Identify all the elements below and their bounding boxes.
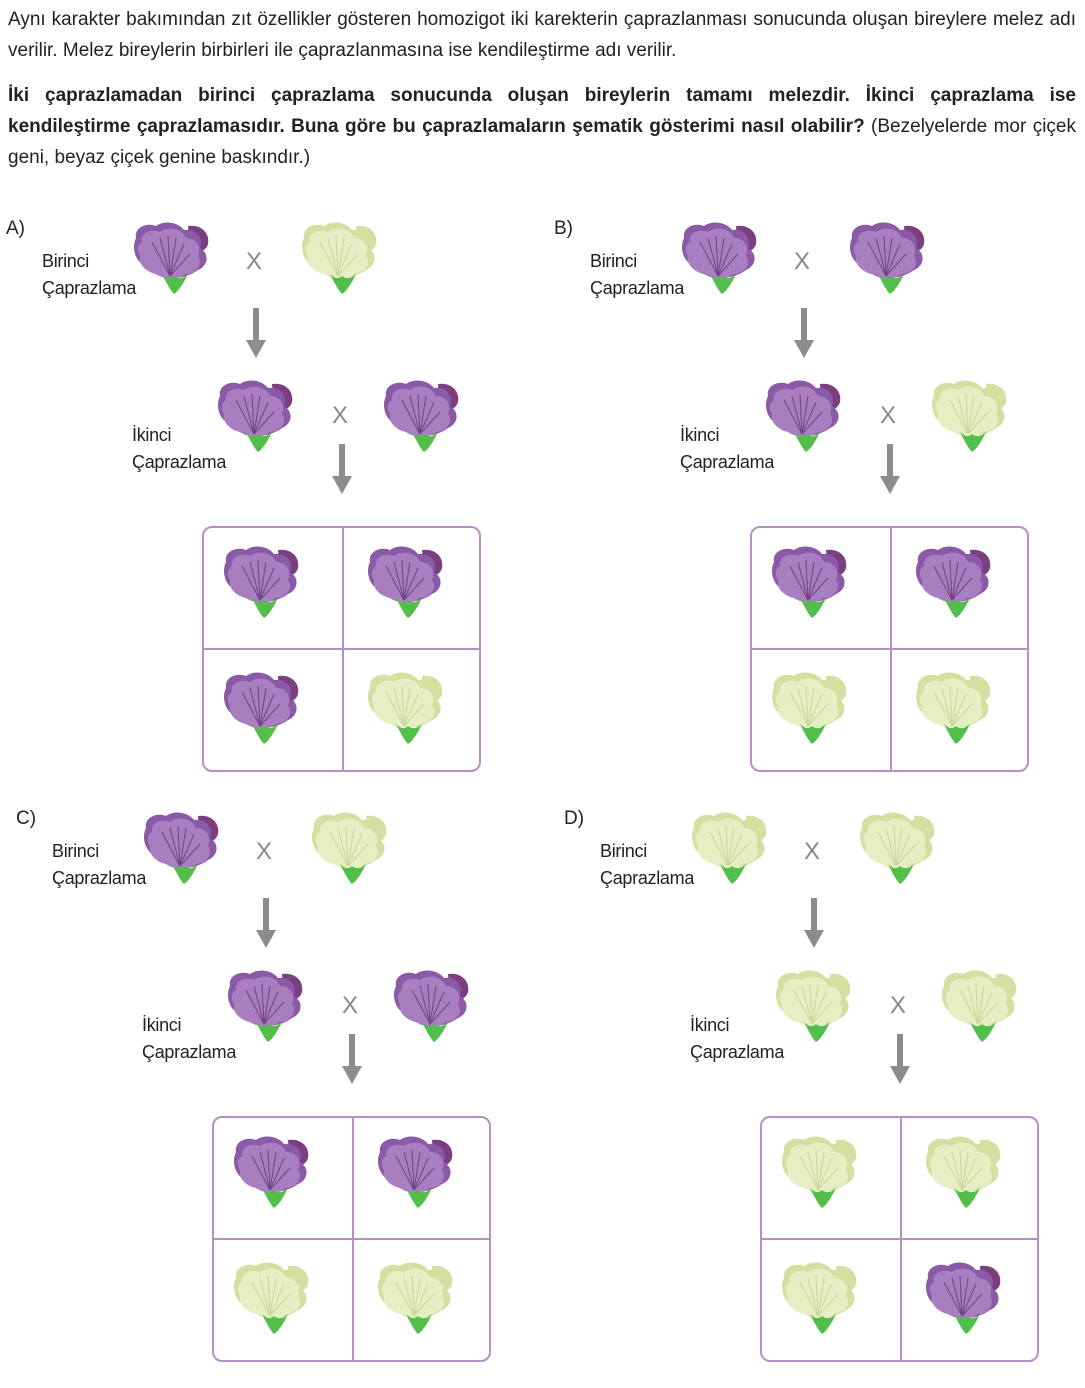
- second-label-line1: İkinci: [142, 1015, 182, 1035]
- option-letter: C): [16, 808, 37, 829]
- offspring-grid: [750, 526, 1029, 772]
- second-label-line2: Çaprazlama: [690, 1042, 785, 1062]
- purple-flower-icon: [768, 544, 854, 625]
- first-label-line1: Birinci: [42, 251, 89, 271]
- purple-flower-icon: [390, 968, 476, 1049]
- first-label-line1: Birinci: [600, 841, 647, 861]
- option-letter: A): [6, 218, 25, 239]
- option-letter: B): [554, 218, 573, 239]
- arrow-down-icon: [256, 898, 276, 948]
- question-note: (Bezelyelerde mor çiçek geni, beyaz çiçe…: [8, 116, 1076, 168]
- purple-flower-icon: [922, 1260, 1008, 1341]
- second-label-line2: Çaprazlama: [132, 452, 227, 472]
- purple-flower-icon: [220, 544, 306, 625]
- purple-flower-icon: [380, 378, 466, 459]
- cross-symbol: X: [256, 838, 273, 865]
- first-label-line2: Çaprazlama: [600, 868, 695, 888]
- cross-symbol: X: [332, 402, 349, 429]
- white-flower-icon: [922, 1134, 1008, 1215]
- purple-flower-icon: [846, 220, 932, 301]
- white-flower-icon: [364, 670, 450, 751]
- purple-flower-icon: [214, 378, 300, 459]
- purple-flower-icon: [130, 220, 216, 301]
- white-flower-icon: [308, 810, 394, 891]
- white-flower-icon: [298, 220, 384, 301]
- cross-symbol: X: [804, 838, 821, 865]
- cross-symbol: X: [246, 248, 263, 275]
- purple-flower-icon: [224, 968, 310, 1049]
- cross-symbol: X: [794, 248, 811, 275]
- second-label-line1: İkinci: [690, 1015, 730, 1035]
- grid-divider: [752, 648, 1027, 650]
- arrow-down-icon: [880, 444, 900, 494]
- first-label-line1: Birinci: [52, 841, 99, 861]
- second-label-line1: İkinci: [680, 425, 720, 445]
- first-label-line2: Çaprazlama: [590, 278, 685, 298]
- purple-flower-icon: [140, 810, 226, 891]
- purple-flower-icon: [762, 378, 848, 459]
- white-flower-icon: [688, 810, 774, 891]
- white-flower-icon: [856, 810, 942, 891]
- purple-flower-icon: [912, 544, 998, 625]
- grid-divider: [214, 1238, 489, 1240]
- arrow-down-icon: [246, 308, 266, 358]
- cross-symbol: X: [880, 402, 897, 429]
- purple-flower-icon: [374, 1134, 460, 1215]
- arrow-down-icon: [332, 444, 352, 494]
- offspring-grid: [212, 1116, 491, 1362]
- arrow-down-icon: [342, 1034, 362, 1084]
- purple-flower-icon: [678, 220, 764, 301]
- second-label-line1: İkinci: [132, 425, 172, 445]
- first-label-line2: Çaprazlama: [52, 868, 147, 888]
- white-flower-icon: [938, 968, 1024, 1049]
- white-flower-icon: [778, 1260, 864, 1341]
- first-label-line2: Çaprazlama: [42, 278, 137, 298]
- arrow-down-icon: [890, 1034, 910, 1084]
- purple-flower-icon: [220, 670, 306, 751]
- question-text: İki çaprazlamadan birinci çaprazlama son…: [8, 80, 1076, 173]
- offspring-grid: [202, 526, 481, 772]
- offspring-grid: [760, 1116, 1039, 1362]
- purple-flower-icon: [230, 1134, 316, 1215]
- white-flower-icon: [912, 670, 998, 751]
- white-flower-icon: [928, 378, 1014, 459]
- grid-divider: [204, 648, 479, 650]
- first-label-line1: Birinci: [590, 251, 637, 271]
- arrow-down-icon: [794, 308, 814, 358]
- white-flower-icon: [768, 670, 854, 751]
- grid-divider: [762, 1238, 1037, 1240]
- arrow-down-icon: [804, 898, 824, 948]
- white-flower-icon: [772, 968, 858, 1049]
- cross-symbol: X: [890, 992, 907, 1019]
- white-flower-icon: [230, 1260, 316, 1341]
- intro-text: Aynı karakter bakımından zıt özellikler …: [8, 9, 1076, 61]
- cross-symbol: X: [342, 992, 359, 1019]
- white-flower-icon: [778, 1134, 864, 1215]
- option-letter: D): [564, 808, 585, 829]
- white-flower-icon: [374, 1260, 460, 1341]
- second-label-line2: Çaprazlama: [142, 1042, 237, 1062]
- question-bold: İki çaprazlamadan birinci çaprazlama son…: [8, 85, 1076, 137]
- purple-flower-icon: [364, 544, 450, 625]
- second-label-line2: Çaprazlama: [680, 452, 775, 472]
